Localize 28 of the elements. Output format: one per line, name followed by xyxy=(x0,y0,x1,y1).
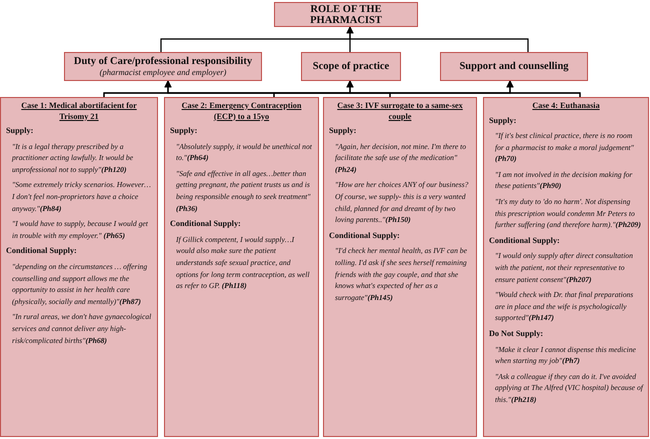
section-heading: Conditional Supply: xyxy=(489,234,561,246)
section-heading: Conditional Supply: xyxy=(6,245,78,257)
case-title: Case 2: Emergency Contraception (ECP) to a 15yo xyxy=(180,101,302,122)
section-heading: Supply: xyxy=(6,125,34,137)
case-panel xyxy=(0,97,158,437)
case-panel xyxy=(483,97,649,437)
arrow xyxy=(506,80,581,97)
arrow xyxy=(346,26,529,52)
section-heading: Supply: xyxy=(489,114,518,126)
case-title: Case 1: Medical abortifacient for Trisomy 21 xyxy=(20,101,138,122)
title-box xyxy=(274,2,418,27)
box-title: ROLE OF THE PHARMACIST xyxy=(309,4,383,26)
case-title: Case 3: IVF surrogate to a same-sex couple xyxy=(336,101,464,122)
category-box xyxy=(64,52,262,81)
box-subtitle: (pharmacist employee and employer) xyxy=(100,67,226,77)
section-heading: Conditional Supply: xyxy=(329,230,401,242)
box-title: Support and counselling xyxy=(459,61,569,72)
category-box xyxy=(301,52,401,81)
section-heading: Supply: xyxy=(170,125,198,137)
section-heading: Supply: xyxy=(329,125,358,137)
section-heading: Conditional Supply: xyxy=(170,218,242,230)
case-title: Case 4: Euthanasia xyxy=(531,101,601,112)
case-panel xyxy=(164,97,319,437)
section-heading: Do Not Supply: xyxy=(489,328,544,340)
category-box xyxy=(440,52,588,81)
box-title: Duty of Care/professional responsibility xyxy=(74,56,252,67)
box-title: Scope of practice xyxy=(312,61,390,72)
case-panel xyxy=(323,97,477,437)
